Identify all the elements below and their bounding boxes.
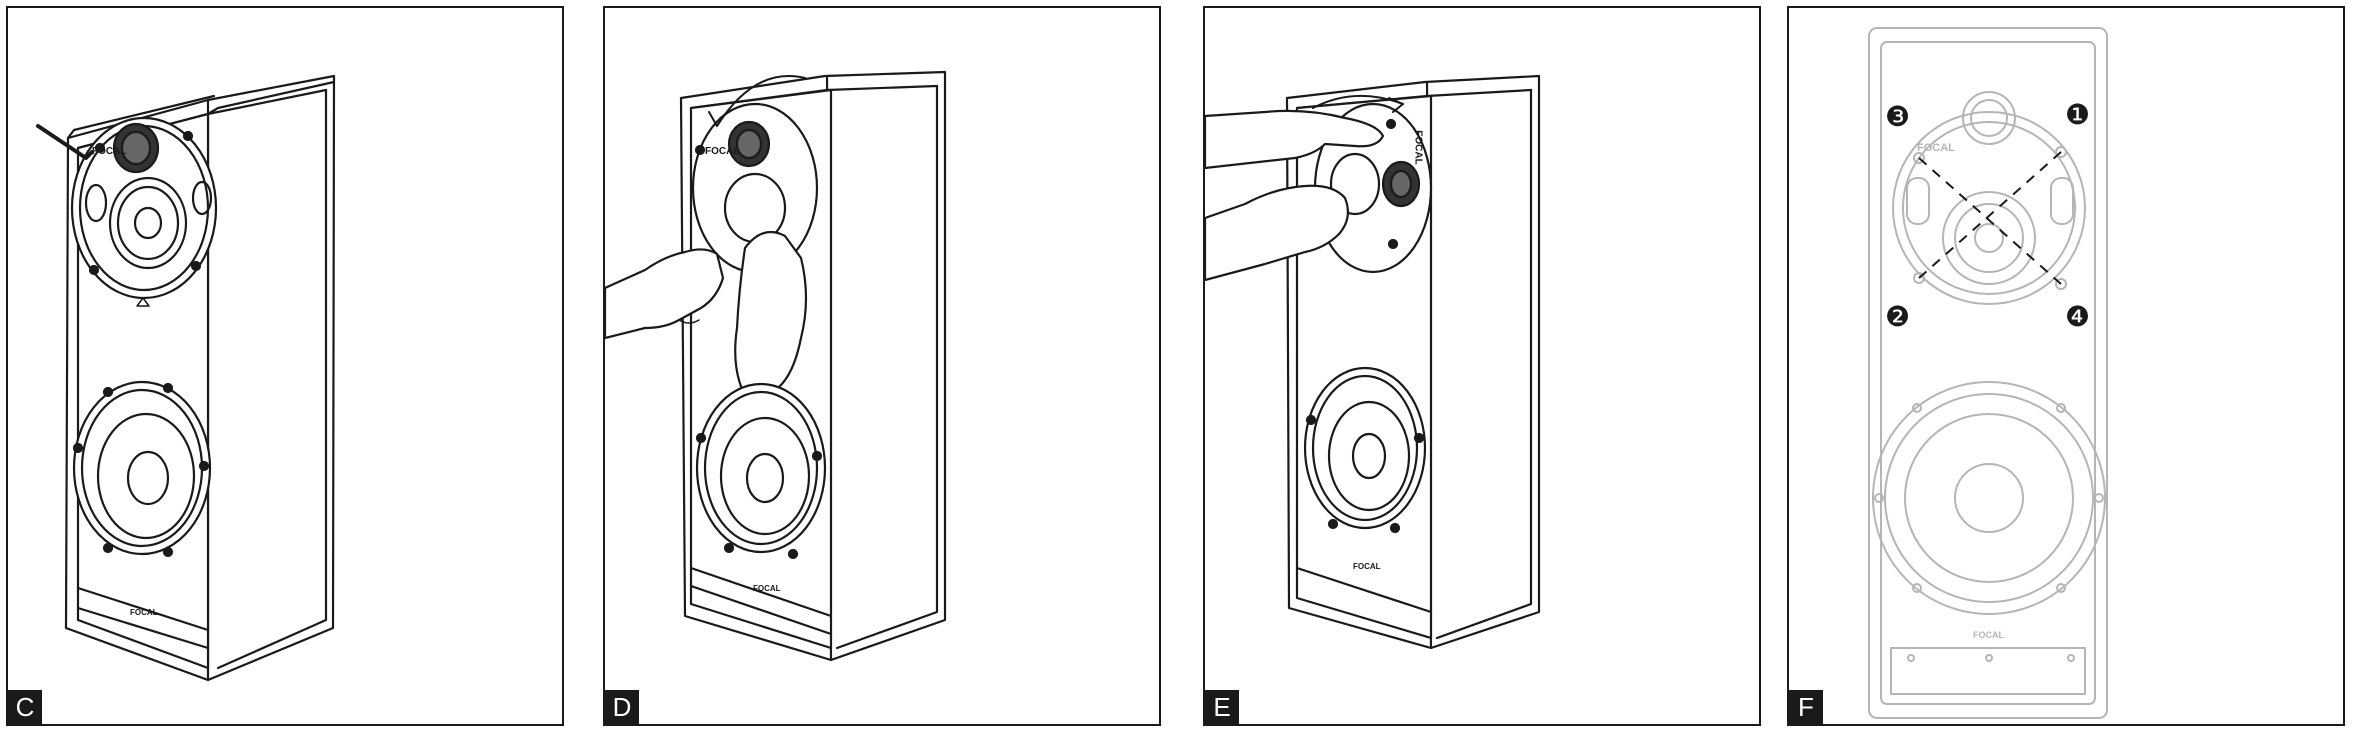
focal-brand-mid: FOCAL <box>705 146 740 157</box>
speaker-illustration-e <box>1205 74 1541 650</box>
speaker-front-diagram-f <box>1868 27 2108 719</box>
focal-brand-mid: FOCAL <box>92 146 127 157</box>
screw-number-1: ❶ <box>2065 99 2091 130</box>
step-d-panel: FOCAL FOCAL D <box>603 6 1161 726</box>
focal-brand-bottom: FOCAL <box>130 608 158 617</box>
step-label-d: D <box>605 690 639 724</box>
screw-number-3: ❸ <box>1885 101 1911 132</box>
step-e-panel: FOCAL FOCAL E <box>1203 6 1761 726</box>
speaker-illustration-d <box>605 70 947 662</box>
screw-number-2: ❷ <box>1885 301 1911 332</box>
step-f-panel: ❸ ❶ ❷ ❹ FOCAL FOCAL F <box>1787 6 2345 726</box>
screw-number-4: ❹ <box>2065 301 2091 332</box>
focal-brand-bottom: FOCAL <box>1353 562 1381 571</box>
step-label-f: F <box>1789 690 1823 724</box>
speaker-illustration-c <box>36 74 336 682</box>
focal-brand-mid: FOCAL <box>1412 130 1424 165</box>
focal-brand-bottom: FOCAL <box>1973 630 2004 640</box>
focal-brand-bottom: FOCAL <box>753 584 781 593</box>
step-label-c: C <box>8 690 42 724</box>
step-c-panel: FOCAL FOCAL C <box>6 6 564 726</box>
focal-brand-mid: FOCAL <box>1917 142 1955 154</box>
step-label-e: E <box>1205 690 1239 724</box>
